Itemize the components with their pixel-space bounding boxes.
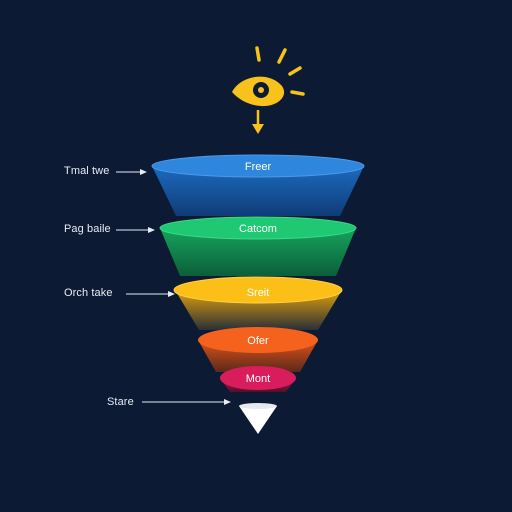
pointer-arrow [116,169,147,175]
funnel-stage-1 [151,154,365,216]
pointer-arrow [126,291,175,297]
funnel-stage-5 [220,366,296,392]
side-label: Stare [107,396,134,408]
side-label: Pag baile [64,223,111,235]
stage-label: Freer [245,161,272,173]
pointer-arrow [142,399,231,405]
eye-with-sparks-icon [232,46,305,107]
funnel-tip [239,406,277,434]
stage-label: Sreit [247,287,270,299]
funnel-stage-4 [198,327,318,372]
stage-label: Catcom [239,223,277,235]
funnel-stage-3 [173,276,343,330]
down-arrow-icon [252,110,264,134]
side-label: Orch take [64,287,113,299]
stage-label: Mont [246,373,270,385]
pointer-arrow [116,227,155,233]
side-label: Tmal twe [64,165,110,177]
funnel-stage-2 [159,216,357,276]
stage-label: Ofer [247,335,269,347]
